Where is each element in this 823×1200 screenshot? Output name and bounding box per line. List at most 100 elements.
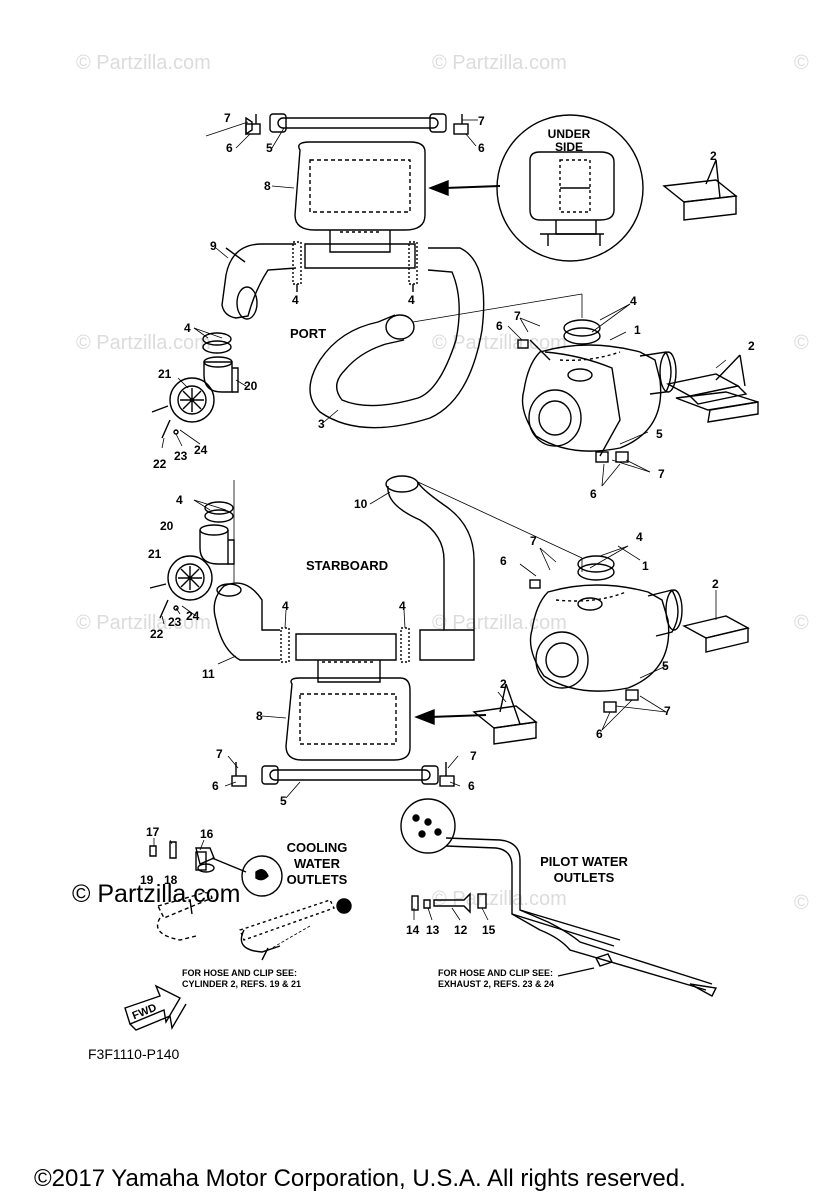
callout-11: 11 bbox=[202, 667, 215, 681]
callout-4: 4 bbox=[630, 294, 637, 308]
callout-15: 15 bbox=[482, 923, 496, 937]
note-exhaust-hose: FOR HOSE AND CLIP SEE: EXHAUST 2, REFS. … bbox=[438, 968, 555, 989]
strap-bottom bbox=[231, 762, 455, 787]
callout-23: 23 bbox=[168, 615, 182, 629]
callout-9: 9 bbox=[210, 239, 217, 253]
caption-port: PORT bbox=[290, 326, 327, 341]
callout-21: 21 bbox=[148, 547, 162, 561]
pad-pair-top bbox=[662, 159, 738, 221]
callout-22: 22 bbox=[150, 627, 164, 641]
watermark: © Partzilla.com bbox=[76, 612, 211, 634]
callout-4: 4 bbox=[282, 599, 289, 613]
callout-20: 20 bbox=[160, 519, 174, 533]
watermark-symbol: © bbox=[794, 892, 809, 914]
callout-20: 20 bbox=[244, 379, 258, 393]
callout-10: 10 bbox=[354, 497, 368, 511]
pad-pair-port bbox=[665, 354, 759, 423]
resonator-box-bottom bbox=[285, 633, 411, 761]
duct-starboard-11 bbox=[213, 582, 280, 661]
duct-port-left bbox=[221, 243, 297, 320]
callout-6: 6 bbox=[496, 319, 503, 333]
callout-2: 2 bbox=[500, 677, 507, 691]
note-cylinder-hose: FOR HOSE AND CLIP SEE: CYLINDER 2, REFS.… bbox=[182, 968, 302, 989]
copyright-notice: ©2017 Yamaha Motor Corporation, U.S.A. A… bbox=[34, 1165, 686, 1192]
callout-19: 19 bbox=[140, 873, 154, 887]
callout-23: 23 bbox=[174, 449, 188, 463]
cooling-outlets-assembly bbox=[149, 841, 352, 961]
callout-8: 8 bbox=[264, 179, 271, 193]
callout-7: 7 bbox=[664, 704, 671, 718]
underside-arrow bbox=[428, 179, 501, 197]
caption-pilot-water-outlets: PILOT WATER OUTLETS bbox=[540, 854, 628, 885]
callout-4: 4 bbox=[184, 321, 191, 335]
callout-5: 5 bbox=[280, 794, 287, 808]
callout-21: 21 bbox=[158, 367, 172, 381]
callout-7: 7 bbox=[658, 467, 665, 481]
callout-7: 7 bbox=[478, 114, 485, 128]
watermark: © Partzilla.com bbox=[76, 52, 211, 74]
filter-housing-starboard bbox=[529, 555, 683, 713]
starboard-outlet-assembly bbox=[149, 480, 235, 619]
sleeve-clamps-top bbox=[292, 241, 418, 292]
watermark: © Partzilla.com bbox=[432, 888, 567, 910]
callout-8: 8 bbox=[256, 709, 263, 723]
callout-2: 2 bbox=[748, 339, 755, 353]
filter-housing-port bbox=[517, 319, 677, 463]
callout-24: 24 bbox=[186, 609, 200, 623]
starboard-pad-arrow bbox=[414, 683, 538, 745]
watermark-symbol: © bbox=[794, 52, 809, 74]
callout-6: 6 bbox=[226, 141, 233, 155]
watermark: © Partzilla.com bbox=[432, 332, 567, 354]
callout-18: 18 bbox=[164, 873, 178, 887]
callout-24: 24 bbox=[194, 443, 208, 457]
strap-top bbox=[245, 113, 469, 136]
watermark: © Partzilla.com bbox=[76, 332, 211, 354]
fwd-arrow bbox=[124, 984, 187, 1031]
duct-starboard-10 bbox=[385, 475, 475, 661]
sleeve-clamps-bottom bbox=[280, 627, 410, 663]
callout-7: 7 bbox=[514, 309, 521, 323]
callout-6: 6 bbox=[212, 779, 219, 793]
callout-7: 7 bbox=[216, 747, 223, 761]
caption-cooling-water-outlets: COOLING WATER OUTLETS bbox=[286, 840, 348, 887]
callout-16: 16 bbox=[200, 827, 214, 841]
callout-13: 13 bbox=[426, 923, 440, 937]
callout-7: 7 bbox=[530, 534, 537, 548]
callout-4: 4 bbox=[292, 293, 299, 307]
duct-port-s bbox=[309, 247, 485, 429]
watermark-symbol: © bbox=[794, 332, 809, 354]
callout-6: 6 bbox=[590, 487, 597, 501]
callout-6: 6 bbox=[500, 554, 507, 568]
callout-12: 12 bbox=[454, 923, 468, 937]
callout-1: 1 bbox=[642, 559, 649, 573]
underside-detail bbox=[496, 114, 644, 262]
callout-3: 3 bbox=[318, 417, 325, 431]
diagram-code: F3F1110-P140 bbox=[88, 1046, 180, 1062]
caption-starboard: STARBOARD bbox=[306, 558, 389, 573]
partzilla-brand: © Partzilla.com bbox=[72, 880, 241, 908]
callout-6: 6 bbox=[478, 141, 485, 155]
watermark: © Partzilla.com bbox=[432, 612, 567, 634]
caption-underside: UNDER SIDE bbox=[547, 127, 591, 154]
callout-2: 2 bbox=[712, 577, 719, 591]
leader-lines bbox=[153, 119, 727, 949]
callout-4: 4 bbox=[408, 293, 415, 307]
callout-5: 5 bbox=[656, 427, 663, 441]
callout-6: 6 bbox=[468, 779, 475, 793]
callout-1: 1 bbox=[634, 323, 641, 337]
resonator-box-top bbox=[294, 141, 426, 269]
watermark: © Partzilla.com bbox=[432, 52, 567, 74]
callout-7: 7 bbox=[470, 749, 477, 763]
port-outlet-assembly bbox=[151, 332, 239, 439]
callout-5: 5 bbox=[662, 659, 669, 673]
callout-17: 17 bbox=[146, 825, 160, 839]
pad-starboard bbox=[682, 615, 750, 653]
callout-6: 6 bbox=[596, 727, 603, 741]
callout-4: 4 bbox=[176, 493, 183, 507]
callout-7: 7 bbox=[224, 111, 231, 125]
callout-5: 5 bbox=[266, 141, 273, 155]
callout-2: 2 bbox=[710, 149, 717, 163]
callout-22: 22 bbox=[153, 457, 167, 471]
callout-4: 4 bbox=[399, 599, 406, 613]
